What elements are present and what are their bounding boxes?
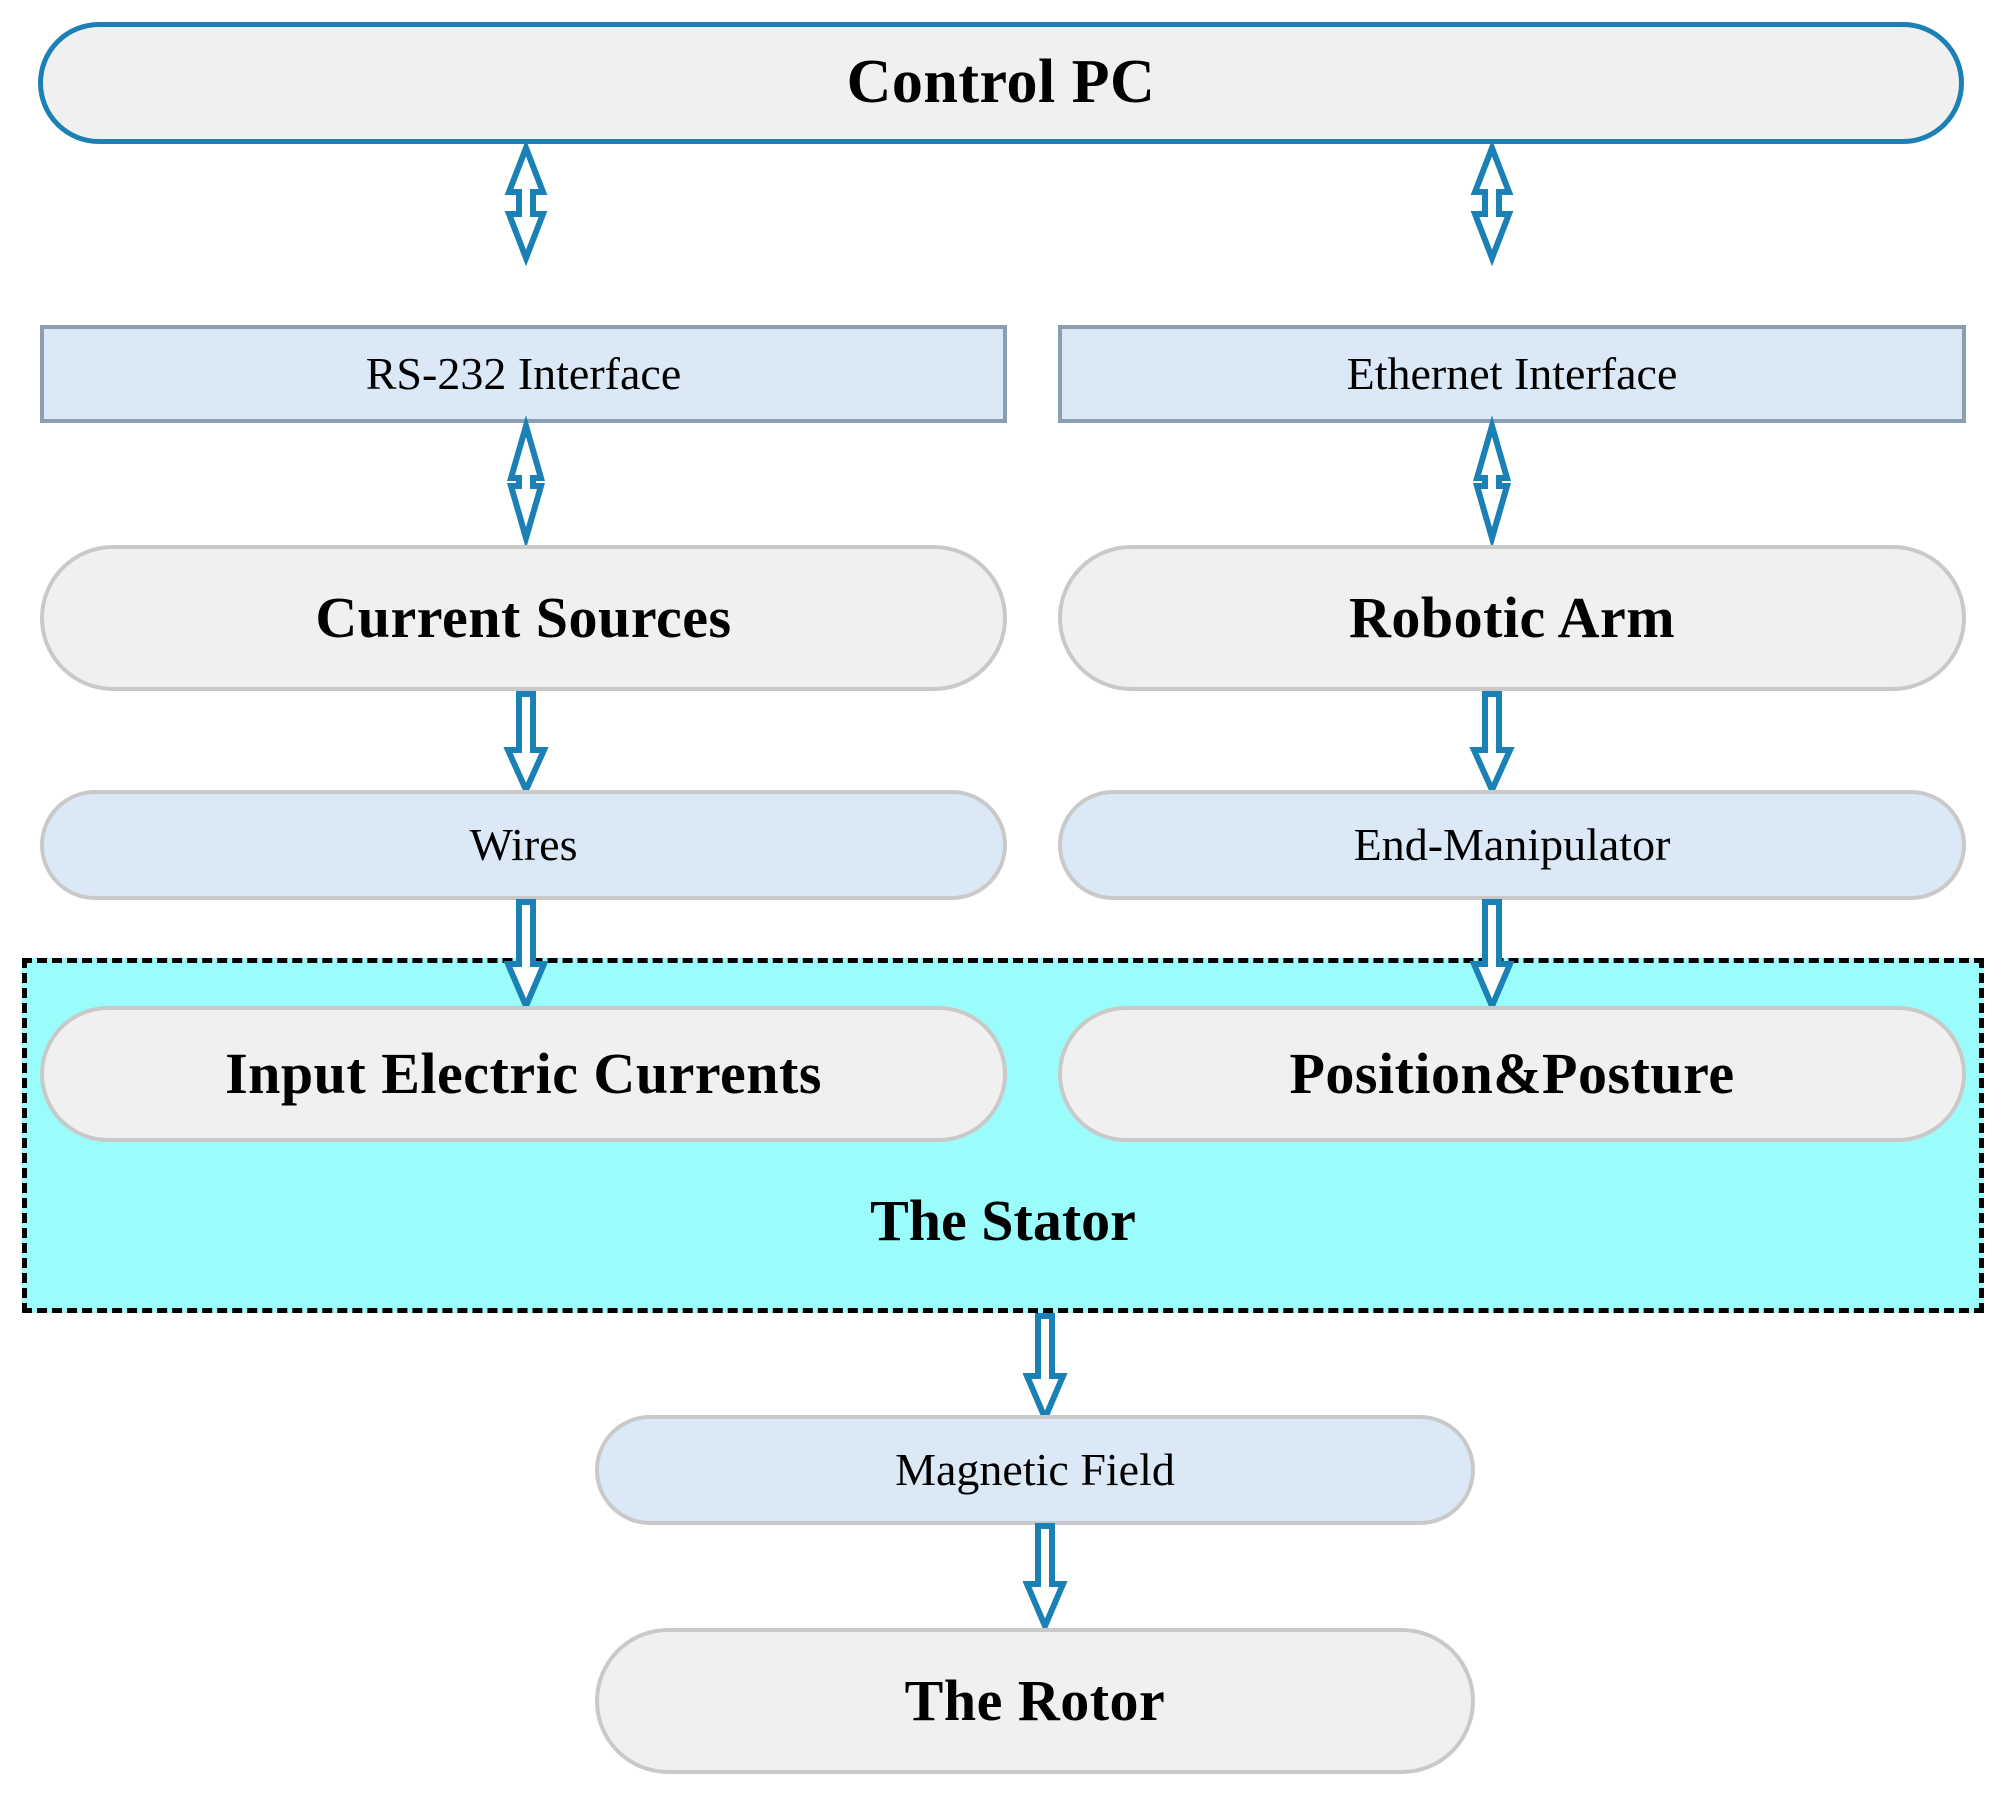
node-current-sources[interactable]: Current Sources [40, 545, 1007, 691]
node-robotic-arm-label: Robotic Arm [1348, 584, 1676, 650]
node-position-posture[interactable]: Position&Posture [1058, 1006, 1966, 1142]
node-wires[interactable]: Wires [40, 790, 1007, 900]
connector-magnetic-field-to-rotor [1022, 1523, 1068, 1634]
connector-ethernet-to-robotic-arm [1466, 415, 1518, 549]
connector-current-sources-to-wires [503, 691, 549, 798]
node-current-sources-label: Current Sources [315, 584, 732, 650]
connector-robotic-arm-to-end-manipulator [1469, 691, 1515, 798]
node-ethernet-interface-label: Ethernet Interface [1346, 347, 1678, 399]
node-position-posture-label: Position&Posture [1289, 1040, 1735, 1106]
node-rs232-interface[interactable]: RS-232 Interface [40, 325, 1007, 423]
node-input-electric-currents-label: Input Electric Currents [225, 1040, 822, 1106]
node-end-manipulator[interactable]: End-Manipulator [1058, 790, 1966, 900]
connector-pc-to-ethernet [1462, 139, 1522, 267]
connector-stator-to-magnetic-field [1022, 1313, 1068, 1426]
node-rs232-interface-label: RS-232 Interface [365, 347, 682, 399]
node-wires-label: Wires [469, 818, 578, 870]
connector-rs232-to-current-sources [500, 415, 552, 549]
node-magnetic-field[interactable]: Magnetic Field [595, 1415, 1475, 1525]
node-robotic-arm[interactable]: Robotic Arm [1058, 545, 1966, 691]
connector-pc-to-rs232 [496, 139, 556, 267]
node-ethernet-interface[interactable]: Ethernet Interface [1058, 325, 1966, 423]
node-the-rotor-label: The Rotor [904, 1667, 1166, 1733]
node-input-electric-currents[interactable]: Input Electric Currents [40, 1006, 1007, 1142]
group-the-stator-label: The Stator [870, 1188, 1136, 1253]
node-the-rotor[interactable]: The Rotor [595, 1628, 1475, 1774]
node-control-pc-label: Control PC [846, 48, 1156, 117]
node-control-pc[interactable]: Control PC [38, 22, 1964, 144]
node-end-manipulator-label: End-Manipulator [1353, 818, 1671, 870]
node-magnetic-field-label: Magnetic Field [895, 1443, 1175, 1495]
